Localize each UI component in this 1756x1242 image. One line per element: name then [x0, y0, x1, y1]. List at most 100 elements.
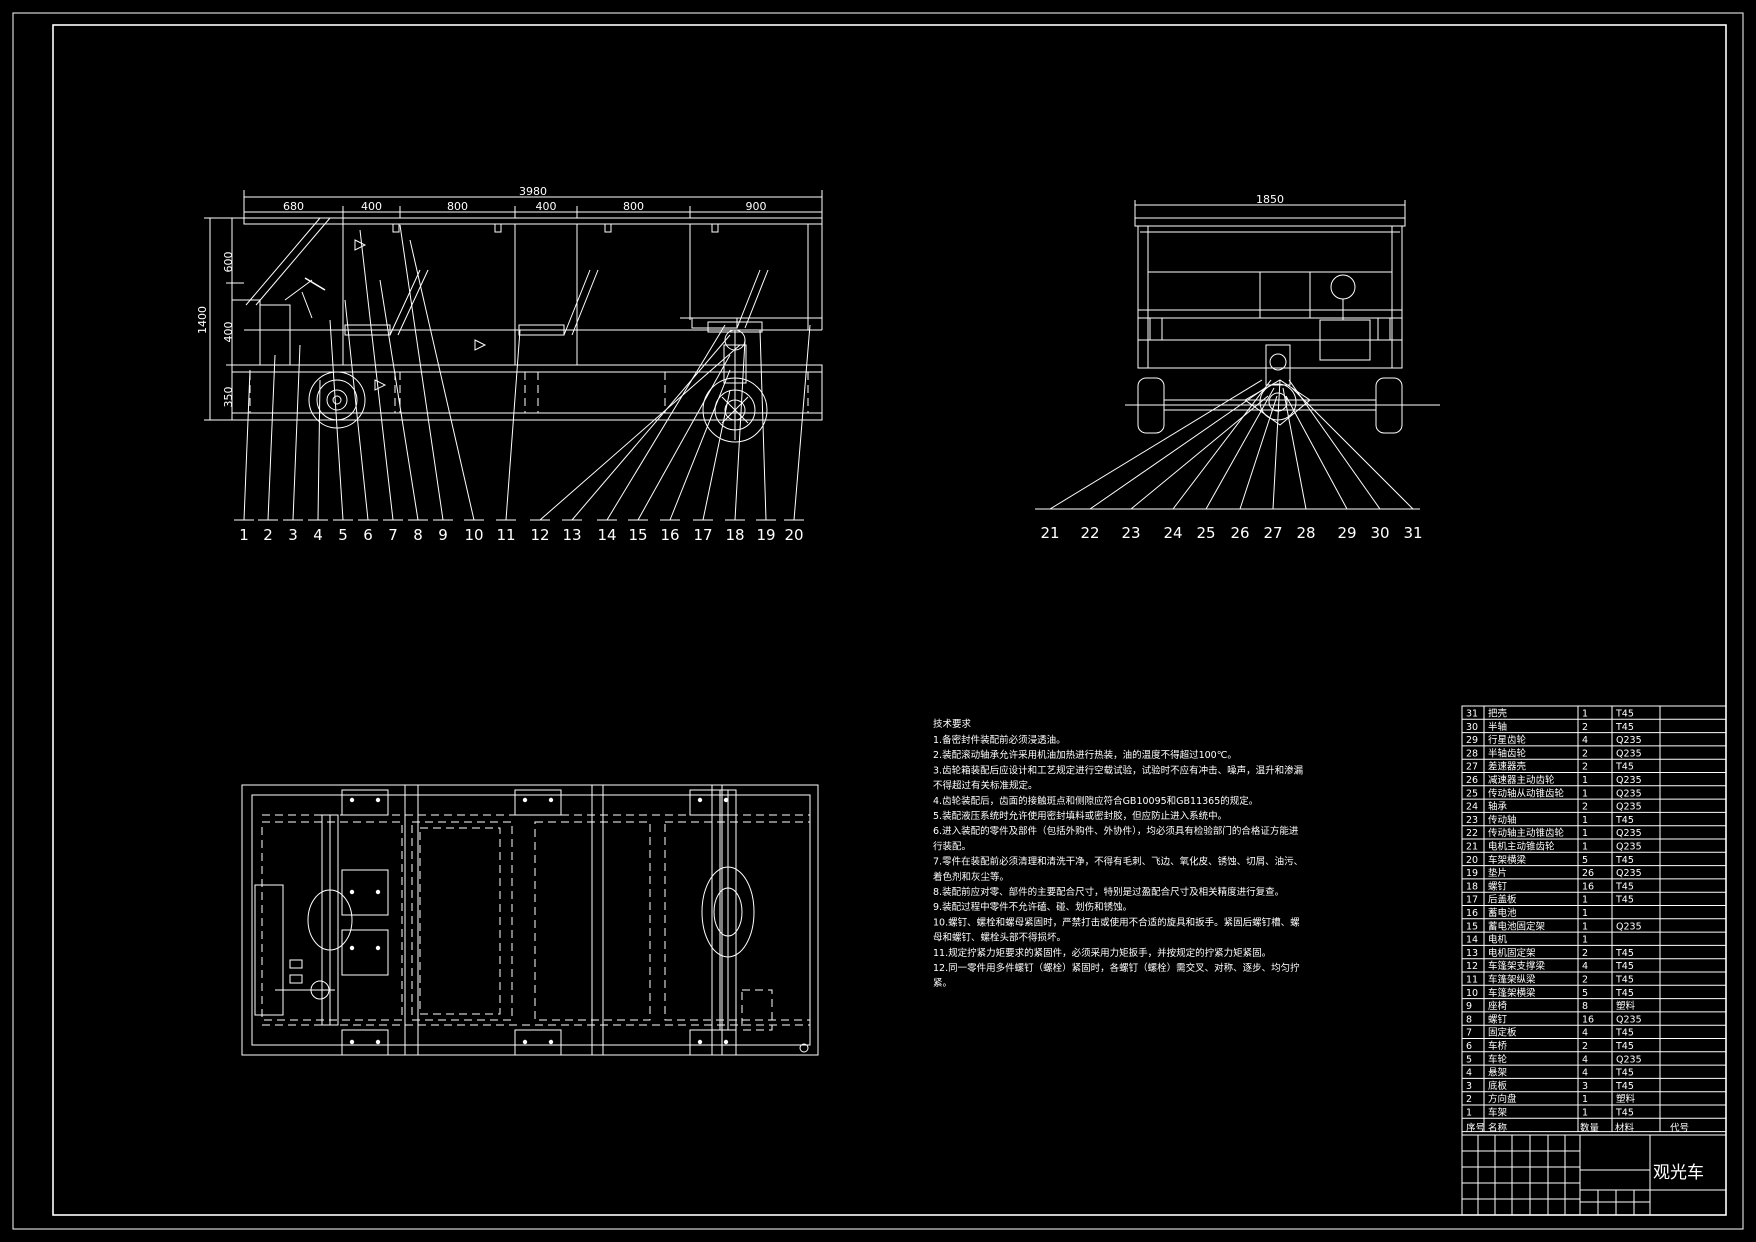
- tech-req-line: 不得超过有关标准规定。: [933, 780, 1038, 792]
- bom-cell-qty: 2: [1582, 948, 1588, 959]
- bom-cell-name: 半轴: [1488, 721, 1507, 733]
- tech-req-line: 12.同一零件用多件螺钉（螺栓）紧固时，各螺钉（螺栓）需交叉、对称、逐步、均匀拧: [933, 962, 1300, 974]
- bom-cell-name: 后盖板: [1488, 894, 1517, 906]
- bom-cell-mat: T45: [1615, 762, 1634, 773]
- bom-cell-mat: Q235: [1616, 802, 1642, 813]
- bom-cell-name: 传动轴从动锥齿轮: [1488, 787, 1565, 799]
- bom-cell-no: 21: [1466, 842, 1478, 853]
- tech-req-line: 4.齿轮装配后，齿面的接触斑点和侧隙应符合GB10095和GB11365的规定。: [933, 795, 1258, 807]
- bom-cell-mat: 塑料: [1616, 1093, 1636, 1105]
- bom-cell-qty: 1: [1582, 1094, 1588, 1105]
- bom-cell-mat: T45: [1615, 1028, 1634, 1039]
- bom-cell-qty: 2: [1582, 975, 1588, 986]
- bom-cell-name: 蓄电池固定架: [1488, 920, 1546, 932]
- bom-cell-no: 28: [1466, 748, 1478, 759]
- bom-header-code: 代号: [1670, 1123, 1689, 1134]
- front-view: 1850 2: [1035, 193, 1440, 542]
- drawing-title: 观光车: [1653, 1163, 1704, 1183]
- technical-requirements: 技术要求 1.备密封件装配前必须浸透油。2.装配滚动轴承允许采用机油加热进行热装…: [933, 718, 1303, 989]
- bom-cell-qty: 8: [1582, 1001, 1588, 1012]
- bom-cell-name: 行星齿轮: [1488, 734, 1527, 746]
- bom-cell-qty: 1: [1582, 709, 1588, 720]
- segment-dim: 900: [746, 200, 767, 213]
- bom-cell-name: 座椅: [1488, 1000, 1508, 1012]
- tech-req-line: 1.备密封件装配前必须浸透油。: [933, 734, 1066, 746]
- top-rear-axle: [701, 789, 809, 1053]
- bom-cell-mat: T45: [1615, 961, 1634, 972]
- bom-cell-no: 25: [1466, 788, 1478, 799]
- bom-cell-no: 3: [1466, 1081, 1472, 1092]
- bom-cell-mat: Q235: [1616, 921, 1642, 932]
- part-balloon: 2: [263, 526, 273, 544]
- outer-border: [12, 12, 1744, 1230]
- bom-header-qty: 数量: [1580, 1122, 1600, 1134]
- bom-cell-no: 6: [1466, 1041, 1472, 1052]
- bom-cell-no: 20: [1466, 855, 1478, 866]
- bom-cell-mat: Q235: [1616, 1054, 1642, 1065]
- bom-cell-mat: Q235: [1616, 828, 1642, 839]
- bom-cell-no: 18: [1466, 881, 1478, 892]
- part-balloon: 24: [1163, 524, 1182, 542]
- height-dim-600: 600: [222, 252, 235, 273]
- bom-cell-name: 螺钉: [1488, 881, 1508, 892]
- bom-cell-qty: 4: [1582, 735, 1588, 746]
- bom-cell-name: 车架: [1488, 1107, 1508, 1119]
- bom-cell-qty: 2: [1582, 722, 1588, 733]
- bom-cell-qty: 4: [1582, 1054, 1588, 1065]
- bom-header-no: 序号: [1466, 1122, 1485, 1134]
- bom-cell-name: 悬架: [1488, 1068, 1508, 1079]
- tech-req-line: 母和螺钉、螺栓头部不得损坏。: [933, 932, 1066, 944]
- bom-cell-qty: 5: [1582, 855, 1588, 866]
- bom-cell-name: 蓄电池: [1488, 907, 1517, 919]
- bom-cell-no: 10: [1466, 988, 1478, 999]
- part-balloon: 8: [413, 526, 423, 544]
- bom-cell-mat: Q235: [1616, 788, 1642, 799]
- tech-req-line: 6.进入装配的零件及部件（包括外购件、外协件），均必须具有检验部门的合格证方能进: [933, 825, 1299, 837]
- bom-cell-mat: Q235: [1616, 735, 1642, 746]
- bom-cell-mat: T45: [1615, 948, 1634, 959]
- tech-req-line: 9.装配过程中零件不允许磕、碰、划伤和锈蚀。: [933, 901, 1132, 913]
- bom-cell-no: 9: [1466, 1001, 1472, 1012]
- bom-cell-qty: 1: [1582, 815, 1588, 826]
- tech-req-line: 行装配。: [933, 840, 971, 852]
- bom-cell-name: 螺钉: [1488, 1014, 1508, 1025]
- bom-cell-no: 22: [1466, 828, 1478, 839]
- rear-wheel-drive: [702, 321, 768, 443]
- bom-cell-qty: 1: [1582, 921, 1588, 932]
- bom-cell-qty: 26: [1582, 868, 1594, 879]
- part-balloon: 25: [1196, 524, 1215, 542]
- bom-cell-mat: T45: [1615, 855, 1634, 866]
- part-balloon: 30: [1370, 524, 1389, 542]
- segment-dim: 400: [536, 200, 557, 213]
- bom-cell-no: 23: [1466, 815, 1478, 826]
- tech-req-title: 技术要求: [933, 718, 972, 730]
- tech-req-line: 11.规定拧紧力矩要求的紧固件，必须采用力矩扳手，并按规定的拧紧力矩紧固。: [933, 947, 1271, 959]
- part-balloon: 21: [1040, 524, 1059, 542]
- bom-cell-qty: 4: [1582, 1068, 1588, 1079]
- bom-cell-mat: T45: [1615, 709, 1634, 720]
- bom-cell-qty: 2: [1582, 1041, 1588, 1052]
- bom-cell-qty: 5: [1582, 988, 1588, 999]
- bom-cell-name: 车篷架横梁: [1488, 987, 1536, 999]
- bom-cell-name: 垫片: [1488, 867, 1507, 879]
- bom-cell-qty: 1: [1582, 895, 1588, 906]
- bom-cell-name: 车桥: [1488, 1040, 1508, 1052]
- height-dim-350: 350: [222, 387, 235, 408]
- bom-cell-no: 26: [1466, 775, 1478, 786]
- tech-req-line: 8.装配前应对零、部件的主要配合尺寸，特别是过盈配合尺寸及相关精度进行复查。: [933, 886, 1284, 898]
- bom-cell-no: 31: [1466, 709, 1478, 720]
- part-balloon: 14: [597, 526, 616, 544]
- bom-cell-no: 5: [1466, 1054, 1472, 1065]
- bom-cell-name: 电机固定架: [1488, 947, 1536, 959]
- bom-cell-mat: Q235: [1616, 1014, 1642, 1025]
- bom-cell-name: 车架横梁: [1488, 854, 1527, 866]
- title-block: 观光车: [1462, 1134, 1726, 1216]
- bom-cell-mat: Q235: [1616, 775, 1642, 786]
- tech-req-line: 3.齿轮箱装配后应设计和工艺规定进行空载试验，试验时不应有冲击、噪声，温升和渗漏: [933, 764, 1303, 776]
- bom-cell-name: 把壳: [1488, 708, 1508, 720]
- bom-cell-name: 车篷架支撑梁: [1488, 960, 1546, 972]
- top-front-axle: [254, 814, 353, 1026]
